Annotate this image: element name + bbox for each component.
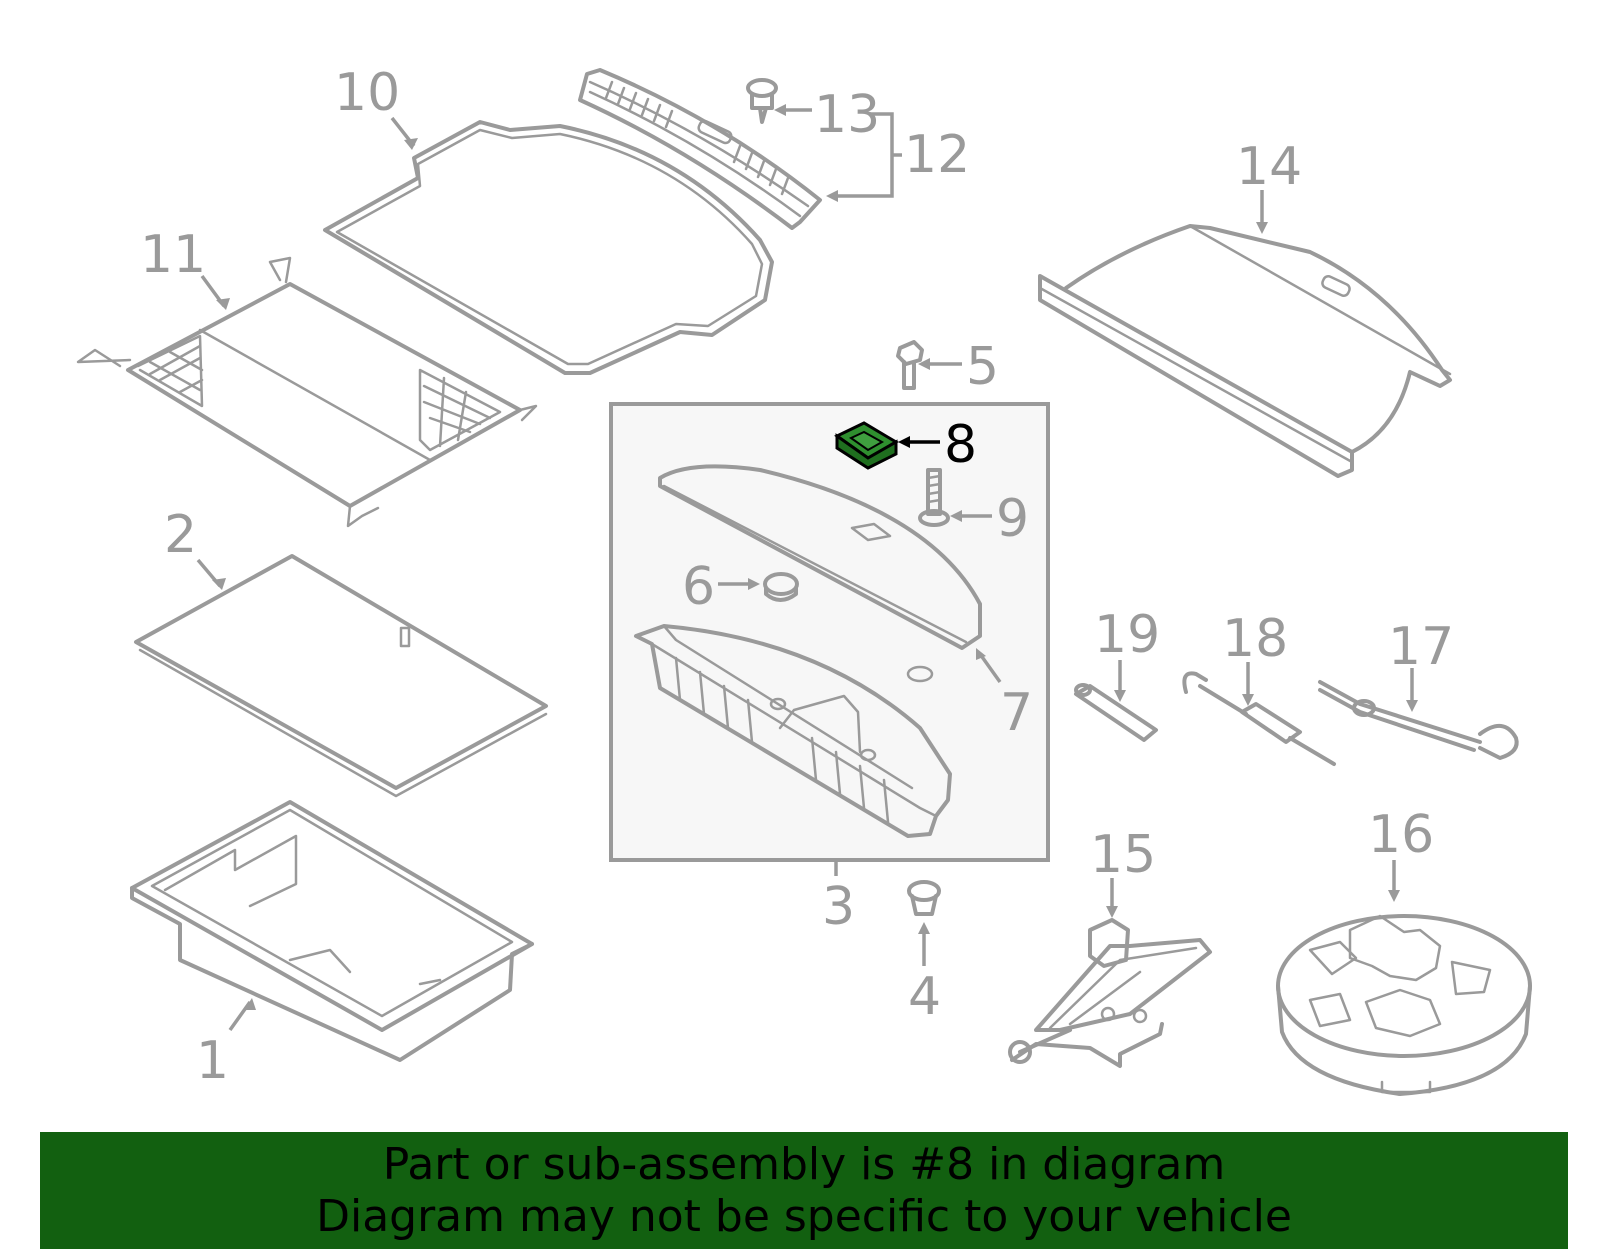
part-15-scissor-jack (1008, 918, 1212, 1068)
part-1-storage-tray (130, 800, 534, 1062)
callout-3: 3 (822, 877, 855, 937)
part-14-cargo-cover (1038, 224, 1452, 478)
arrow-10 (404, 138, 418, 150)
arrow-2 (212, 578, 226, 590)
arrow-7 (976, 648, 986, 660)
callout-17: 17 (1388, 617, 1454, 677)
arrow-13 (774, 104, 786, 116)
part-19-adapter (1074, 683, 1158, 742)
part-12-sill-plate (578, 68, 822, 230)
callout-4: 4 (908, 967, 941, 1027)
callout-10: 10 (334, 63, 400, 123)
callout-8: 8 (944, 415, 977, 475)
part-2-floor-board (134, 554, 548, 798)
arrow-8 (898, 436, 910, 448)
banner-line-2: Diagram may not be specific to your vehi… (316, 1190, 1292, 1242)
callout-14: 14 (1236, 137, 1302, 197)
callout-7: 7 (1000, 683, 1033, 743)
callout-13: 13 (814, 85, 880, 145)
arrow-14 (1256, 222, 1268, 234)
callout-2: 2 (164, 505, 197, 565)
arrow-15 (1106, 906, 1118, 918)
arrow-5 (918, 358, 930, 370)
part-9-stud (918, 468, 950, 527)
arrow-19 (1114, 690, 1126, 702)
arrow-4 (918, 922, 930, 934)
callout-1: 1 (196, 1031, 229, 1091)
arrow-6 (748, 578, 760, 590)
banner-line-1: Part or sub-assembly is #8 in diagram (382, 1138, 1226, 1190)
part-17-wrench (1318, 680, 1519, 760)
callout-19: 19 (1094, 605, 1160, 665)
part-6-cap (763, 572, 799, 602)
part-5-bolt (896, 340, 924, 390)
callout-12: 12 (904, 125, 970, 185)
part-16-tire-tray (1276, 914, 1532, 1096)
subassembly-box (609, 402, 1050, 862)
callout-15: 15 (1090, 825, 1156, 885)
part-8-highlighted (834, 421, 899, 470)
arrow-12 (826, 190, 838, 202)
arrow-17 (1406, 700, 1418, 712)
callout-5: 5 (966, 337, 999, 397)
callout-16: 16 (1368, 805, 1434, 865)
callout-labels: 1 2 3 4 5 6 7 8 9 10 11 12 13 14 15 16 1… (140, 63, 1454, 1091)
part-3-tray (634, 624, 952, 838)
part-13-clip (746, 78, 778, 124)
leader-7 (978, 652, 1002, 684)
info-banner: Part or sub-assembly is #8 in diagram Di… (40, 1132, 1568, 1249)
part-18-jack-handle (1182, 671, 1336, 766)
part-10-cargo-mat (323, 120, 774, 375)
callout-6: 6 (682, 557, 715, 617)
callout-9: 9 (996, 489, 1029, 549)
callout-18: 18 (1222, 609, 1288, 669)
callout-11: 11 (140, 225, 206, 285)
part-7-cover-panel (658, 464, 982, 650)
arrow-9 (950, 510, 962, 522)
part-4-push-pin (907, 880, 941, 916)
arrow-18 (1242, 694, 1254, 706)
leader-lines (196, 104, 1418, 1032)
arrow-11 (216, 298, 230, 310)
arrow-16 (1388, 890, 1400, 902)
arrow-1 (244, 998, 256, 1010)
part-11-cargo-net (76, 256, 538, 528)
